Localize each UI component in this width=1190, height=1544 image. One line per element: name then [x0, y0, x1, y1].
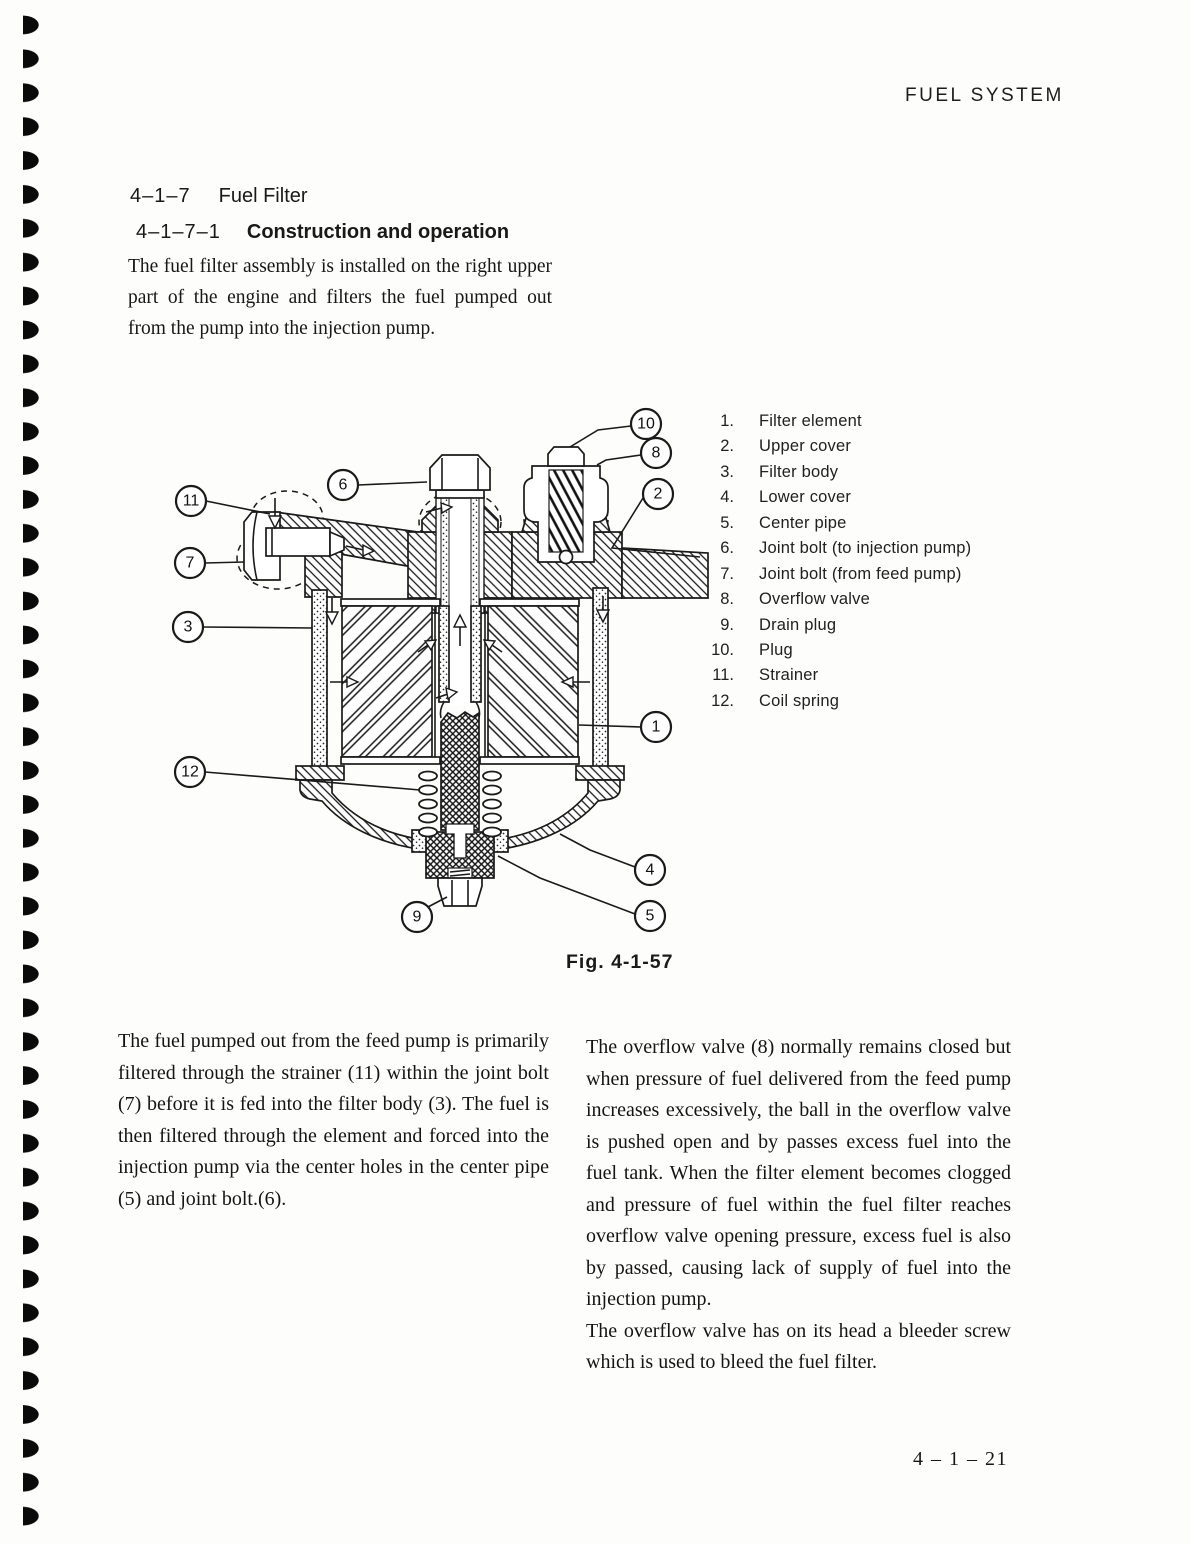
lower-cover — [295, 765, 625, 850]
flow-arrows — [267, 498, 611, 701]
svg-text:8: 8 — [652, 445, 661, 462]
parts-list-item: 3.Filter body — [720, 462, 839, 481]
svg-text:1: 1 — [652, 719, 661, 736]
coil-spring — [418, 770, 502, 838]
upper-cover-section — [274, 505, 709, 614]
callout-9: 9 — [400, 900, 434, 934]
parts-list-item: 4.Lower cover — [720, 488, 852, 507]
callout-3: 3 — [171, 610, 205, 644]
callout-12: 12 — [173, 755, 207, 789]
callout-5: 5 — [633, 899, 667, 933]
parts-list: 1.Filter element 2.Upper cover 3.Filter … — [700, 412, 971, 717]
callout-11: 11 — [174, 484, 208, 518]
right-column-paragraph-2: The overflow valve has on its head a ble… — [586, 1319, 1011, 1374]
parts-list-item: 5.Center pipe — [720, 513, 847, 532]
overflow-valve — [523, 446, 609, 565]
svg-text:5: 5 — [646, 908, 655, 925]
parts-list-item: 11.Strainer — [712, 666, 819, 685]
parts-list-item: 8.Overflow valve — [720, 590, 871, 609]
callout-8: 8 — [639, 436, 673, 470]
joint-bolt-injection — [429, 454, 491, 614]
body-left-column: The fuel pumped out from the feed pump i… — [118, 1030, 549, 1210]
body-right-column: The overflow valve (8) normally remains … — [586, 1032, 1011, 1379]
fuel-filter-diagram: 10 8 2 6 11 7 3 1 12 4 9 5 — [171, 407, 709, 934]
section-heading: 4–1–7 Fuel Filter — [130, 185, 308, 208]
callout-2: 2 — [641, 477, 675, 511]
parts-list-item: 1.Filter element — [720, 412, 862, 430]
svg-text:4: 4 — [646, 862, 655, 879]
right-column-paragraph-1: The overflow valve (8) normally remains … — [586, 1036, 1011, 1310]
svg-text:3: 3 — [184, 619, 193, 636]
page-number: 4 – 1 – 21 — [913, 1448, 1008, 1470]
parts-list-item: 7.Joint bolt (from feed pump) — [720, 564, 962, 583]
subsection-number: 4–1–7–1 — [136, 221, 221, 243]
subsection-title: Construction and operation — [246, 221, 510, 243]
section-title: Fuel Filter — [218, 185, 308, 207]
leader-lines — [202, 425, 701, 915]
parts-list-item: 10.Plug — [711, 640, 793, 659]
page-header: FUEL SYSTEM — [905, 85, 1064, 106]
callout-4: 4 — [633, 853, 667, 887]
parts-list-item: 6.Joint bolt (to injection pump) — [720, 539, 972, 558]
svg-text:7: 7 — [186, 555, 195, 572]
parts-list-item: 2.Upper cover — [720, 437, 852, 456]
svg-text:9: 9 — [413, 909, 422, 926]
callout-6: 6 — [326, 468, 360, 502]
svg-text:6: 6 — [339, 477, 348, 494]
parts-list-item: 12.Coil spring — [711, 691, 840, 710]
callout-1: 1 — [639, 710, 673, 744]
binder-holes — [23, 8, 40, 1534]
svg-text:11: 11 — [183, 493, 200, 510]
callout-7: 7 — [173, 546, 207, 580]
intro-paragraph: The fuel filter assembly is installed on… — [128, 256, 552, 339]
figure-caption: Fig. 4-1-57 — [566, 951, 674, 973]
section-number: 4–1–7 — [130, 185, 191, 207]
fuel-filter-figure: 10 8 2 6 11 7 3 1 12 4 9 5 — [160, 400, 720, 948]
svg-text:12: 12 — [181, 764, 199, 781]
subsection-heading: 4–1–7–1 Construction and operation — [136, 221, 509, 244]
svg-text:2: 2 — [654, 486, 663, 503]
callout-10: 10 — [629, 407, 663, 441]
strainer-joint-bolt — [243, 511, 345, 581]
svg-text:10: 10 — [637, 416, 655, 433]
parts-list-item: 9.Drain plug — [720, 615, 837, 634]
